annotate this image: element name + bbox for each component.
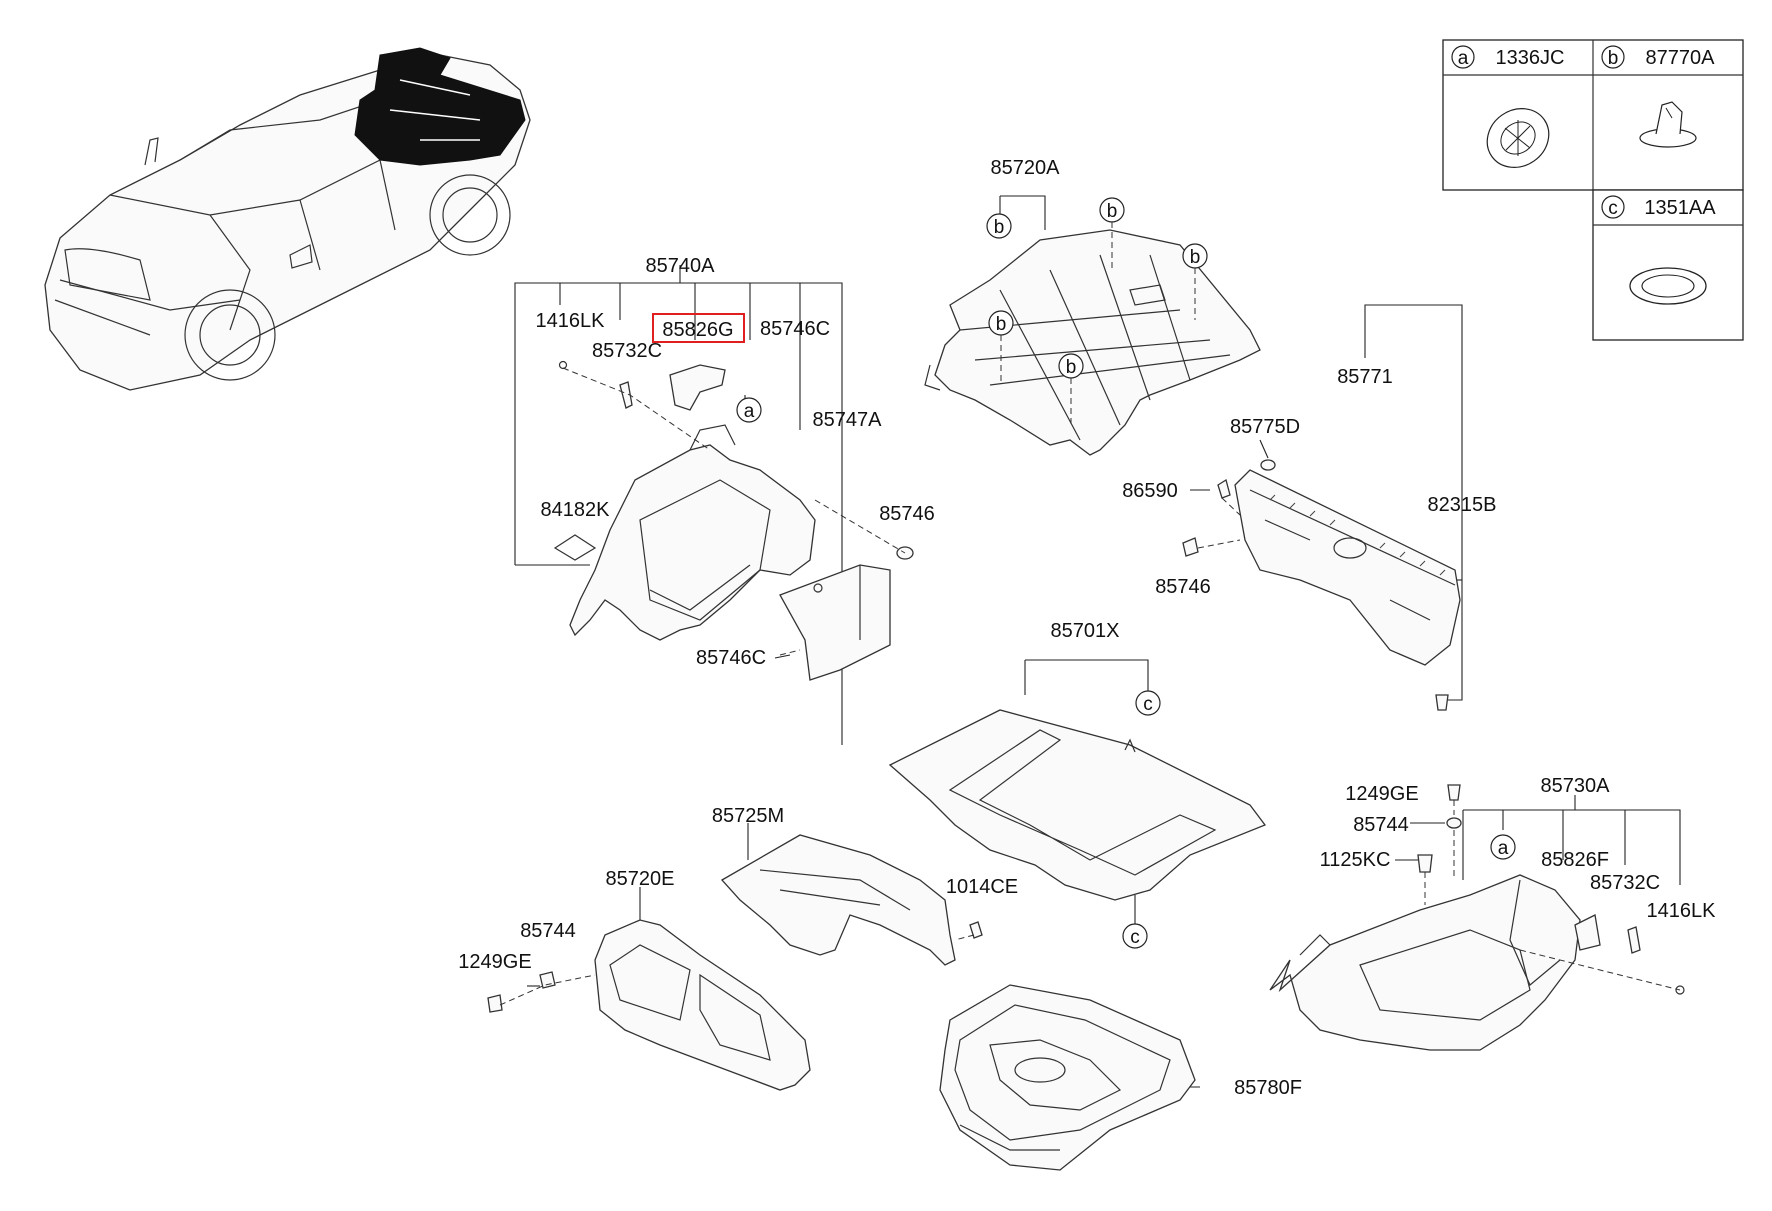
highlight-box [652,313,745,343]
legend-part-number: 87770A [1646,47,1716,69]
part-number-labels: 85740A 1416LK 85826G 85746C 85732C 85747… [458,157,1716,1099]
label-86590: 86590 [1122,480,1178,502]
label-82315B: 82315B [1428,494,1497,516]
label-85746C-top: 85746C [760,318,830,340]
callout-letter-c: c [1130,927,1140,948]
right-trunk-trim-group: a [1269,784,1685,1051]
label-1014CE: 1014CE [946,876,1018,898]
label-1416LK-left: 1416LK [536,310,606,332]
legend-letter: c [1608,198,1618,219]
label-85720A: 85720A [991,157,1061,179]
label-85701X: 85701X [1051,620,1120,642]
label-85720E: 85720E [606,868,675,890]
label-1249GE-right: 1249GE [1345,783,1418,805]
legend-letter: b [1608,48,1619,69]
label-1125KC: 1125KC [1320,849,1391,871]
label-85746-left: 85746 [879,503,935,525]
label-85744-right: 85744 [1353,814,1409,836]
luggage-tray [939,984,1200,1171]
callout-letter-a: a [744,401,755,422]
label-85732C-left: 85732C [592,340,662,362]
luggage-cover-trim: b b b b b [924,195,1261,456]
label-85775D: 85775D [1230,416,1300,438]
callout-letter-a: a [1498,838,1509,859]
vehicle-outline-icon [44,47,531,391]
legend-part-number: 1351AA [1644,197,1716,219]
label-85740A: 85740A [646,255,716,277]
label-85771: 85771 [1337,366,1393,388]
label-1249GE-left: 1249GE [458,951,531,973]
label-85725M: 85725M [712,805,784,827]
label-85746-right: 85746 [1155,576,1211,598]
fastener-leaders [527,439,1445,987]
callout-letter-b: b [1066,357,1077,378]
label-85826G[interactable]: 85826G [662,319,733,341]
callout-letter-b: b [996,314,1007,335]
label-85780F: 85780F [1234,1077,1302,1099]
clip-washer-icon [1486,108,1550,168]
label-85826F: 85826F [1541,849,1609,871]
label-85744-left: 85744 [520,920,576,942]
grommet-ring-icon [1629,267,1707,305]
label-85746C-bottom: 85746C [696,647,766,669]
push-clip-icon [1639,101,1697,148]
label-1416LK-right: 1416LK [1647,900,1717,922]
label-84182K: 84182K [541,499,611,521]
transverse-trim-panel [1182,304,1463,711]
fastener-legend: a 1336JC b 87770A c 1351AA [1442,39,1744,341]
floor-covering: c c [888,659,1267,949]
trunk-partition [720,823,983,966]
label-85730A: 85730A [1541,775,1611,797]
callout-letter-b: b [1107,201,1118,222]
callout-letter-c: c [1143,694,1153,715]
label-85732C-right: 85732C [1590,872,1660,894]
legend-letter: a [1458,48,1469,69]
legend-part-number: 1336JC [1496,47,1565,69]
left-trunk-trim-group: a [514,265,914,745]
label-85747A: 85747A [813,409,883,431]
callout-letter-b: b [1190,247,1201,268]
left-lower-trim [487,887,811,1091]
callout-letter-b: b [994,217,1005,238]
